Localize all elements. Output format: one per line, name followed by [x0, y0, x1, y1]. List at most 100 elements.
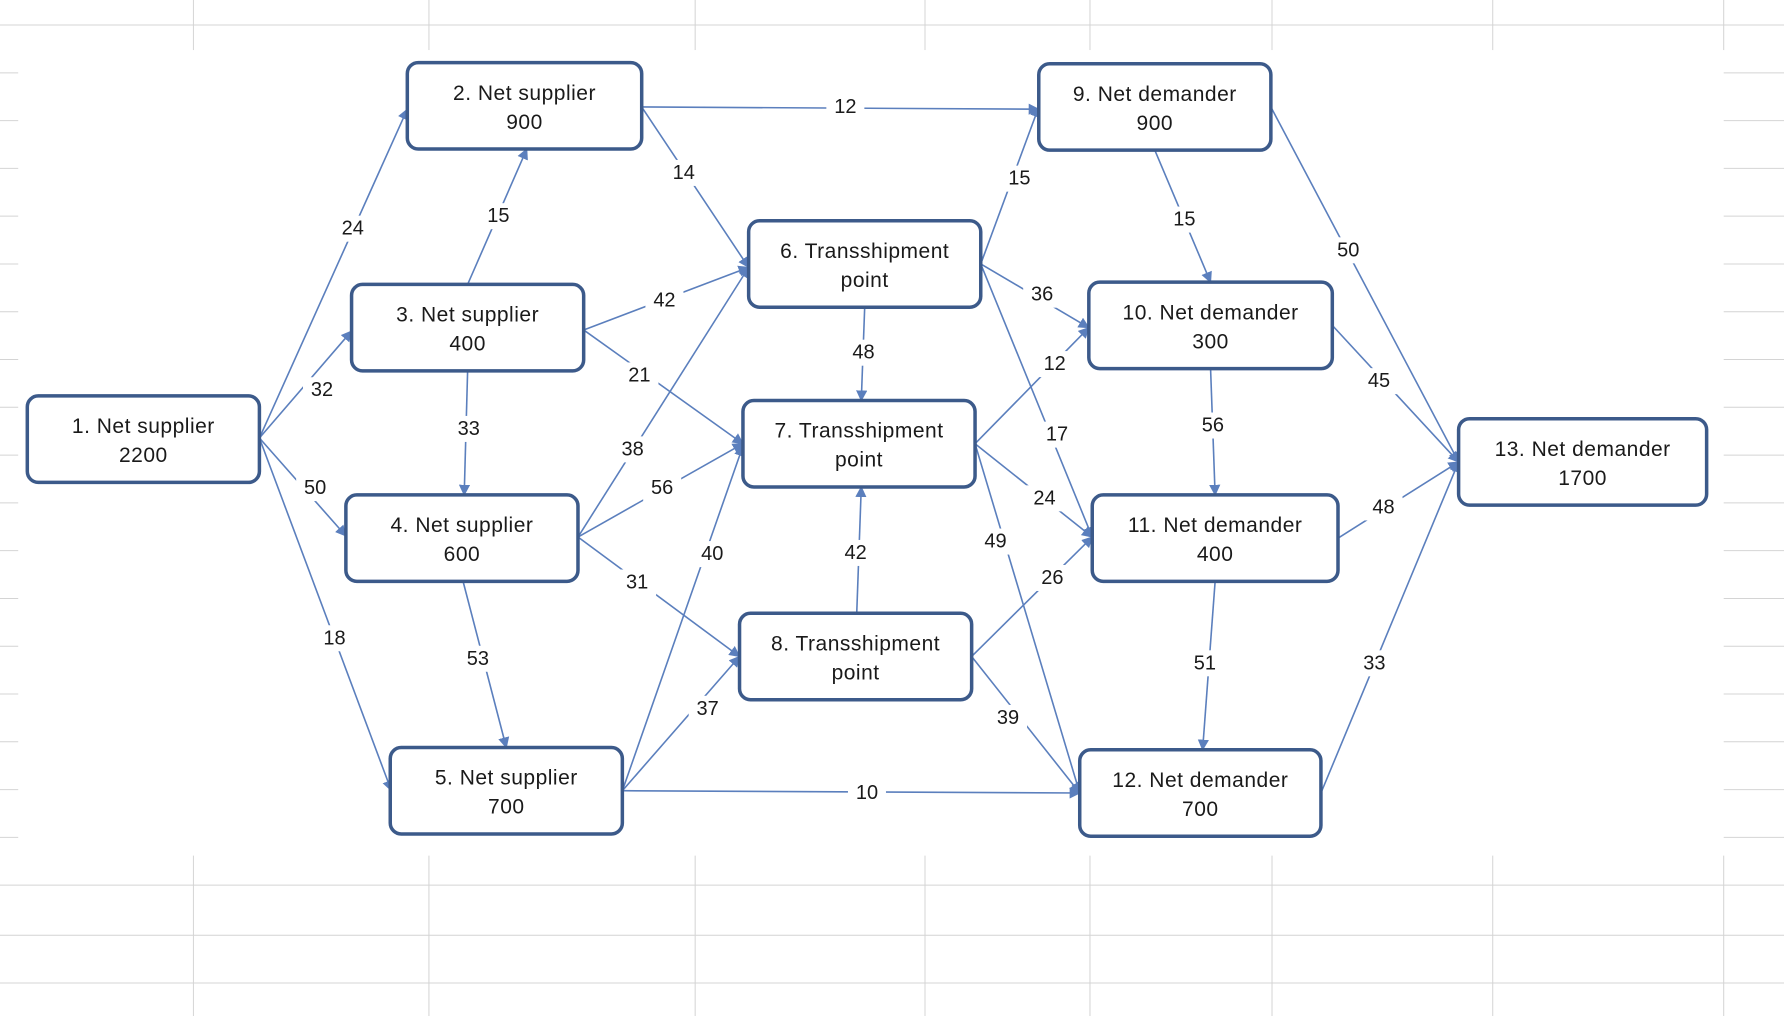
edge-label-7-to-12: 49 [976, 528, 1015, 555]
edge-cost-5-to-12: 10 [856, 782, 878, 804]
edge-label-background [449, 415, 488, 442]
edge-label-background [1000, 165, 1039, 192]
node-box [405, 60, 644, 151]
edge-label-1-to-3: 32 [302, 377, 341, 404]
edge-cost-1-to-2: 24 [342, 218, 364, 240]
node-title: 2. Net supplier [453, 82, 596, 105]
edge-cost-8-to-7: 42 [844, 542, 866, 564]
edge-arrow-7-to-12 [974, 443, 1083, 795]
edge-cost-6-to-7: 48 [852, 342, 874, 364]
node-title: 7. Transshipment [774, 420, 943, 443]
edge-label-background [333, 215, 372, 242]
node-title: 8. Transshipment [771, 632, 940, 655]
node-box [25, 394, 262, 485]
edge-label-5-to-8: 37 [688, 695, 727, 722]
edge-label-5-to-7: 40 [693, 541, 732, 568]
node-title: 9. Net demander [1073, 83, 1237, 106]
edge-arrow-1-to-5 [258, 437, 394, 792]
edge-label-background [1025, 485, 1064, 512]
node-box [388, 745, 625, 836]
edge-label-1-to-2: 24 [333, 215, 372, 242]
edge-label-background [458, 645, 497, 672]
edge-label-background [613, 436, 652, 463]
edge-cost-1-to-3: 32 [311, 379, 333, 401]
edge-arrow-3-to-7 [583, 329, 744, 445]
edge-cost-3-to-7: 21 [628, 364, 650, 386]
node-box [1077, 748, 1323, 838]
edge-label-9-to-10: 15 [1165, 206, 1204, 233]
edge-cost-11-to-12: 51 [1194, 652, 1216, 674]
node-value: 600 [444, 543, 481, 566]
edge-label-11-to-12: 51 [1185, 650, 1224, 677]
edge-label-background [1355, 650, 1394, 677]
edge-label-background [315, 625, 354, 652]
edge-label-8-to-12: 39 [989, 704, 1028, 731]
node-value: point [841, 269, 889, 292]
edge-label-6-to-9: 15 [1000, 165, 1039, 192]
edge-arrow-5-to-7 [621, 444, 745, 791]
node-value: point [832, 661, 880, 684]
edge-cost-4-to-8: 31 [626, 572, 648, 594]
edge-label-background [1023, 281, 1062, 308]
edge-label-8-to-7: 42 [836, 539, 875, 566]
edge-label-background [1364, 494, 1403, 521]
edge-label-3-to-2: 15 [479, 203, 518, 230]
edge-cost-3-to-2: 15 [487, 205, 509, 227]
edge-label-background [296, 475, 335, 502]
edge-cost-2-to-6: 14 [673, 162, 695, 184]
edge-label-6-to-10: 36 [1023, 281, 1062, 308]
node-value: 1700 [1558, 467, 1607, 490]
edge-cost-4-to-5: 53 [467, 648, 489, 670]
edge-label-background [826, 93, 865, 120]
edge-label-6-to-11: 17 [1037, 421, 1076, 448]
node-title: 10. Net demander [1123, 301, 1299, 324]
node-13: 13. Net demander 1700 [1456, 416, 1709, 507]
edge-cost-3-to-4: 33 [458, 418, 480, 440]
node-8: 8. Transshipment point [737, 611, 974, 702]
edge-arrow-2-to-6 [641, 106, 750, 269]
edge-label-background [1165, 206, 1204, 233]
edge-label-10-to-13: 45 [1359, 368, 1398, 395]
edge-label-background [1185, 650, 1224, 677]
edge-arrow-4-to-6 [577, 266, 750, 538]
edge-label-background [302, 377, 341, 404]
edge-cost-1-to-4: 50 [304, 477, 326, 499]
node-title: 13. Net demander [1495, 438, 1671, 461]
edge-label-background [1329, 237, 1368, 264]
node-box [1456, 416, 1709, 507]
edge-arrow-4-to-8 [577, 536, 741, 658]
edge-cost-3-to-6: 42 [653, 289, 675, 311]
edge-arrow-5-to-8 [621, 655, 741, 792]
node-title: 11. Net demander [1128, 514, 1303, 537]
edge-label-background [847, 780, 886, 807]
edge-label-1-to-5: 18 [315, 625, 354, 652]
edge-label-background [836, 539, 875, 566]
edge-label-background [643, 475, 682, 502]
node-title: 5. Net supplier [435, 767, 578, 790]
edge-cost-6-to-10: 36 [1031, 284, 1053, 306]
edge-label-3-to-4: 33 [449, 415, 488, 442]
node-value: 900 [1137, 112, 1174, 135]
edge-label-background [618, 569, 657, 596]
edge-label-background [1193, 412, 1232, 439]
edge-label-4-to-8: 31 [618, 569, 657, 596]
edge-cost-12-to-13: 33 [1363, 652, 1385, 674]
edge-label-4-to-6: 38 [613, 436, 652, 463]
edge-cost-5-to-8: 37 [697, 698, 719, 720]
edge-label-2-to-9: 12 [826, 93, 865, 120]
edge-label-12-to-13: 33 [1355, 650, 1394, 677]
node-value: 700 [488, 796, 525, 819]
edge-label-7-to-10: 12 [1035, 351, 1074, 378]
edge-label-8-to-11: 26 [1033, 564, 1072, 591]
edge-label-3-to-6: 42 [645, 287, 684, 314]
edge-arrow-6-to-11 [980, 263, 1094, 539]
node-box [741, 398, 977, 489]
